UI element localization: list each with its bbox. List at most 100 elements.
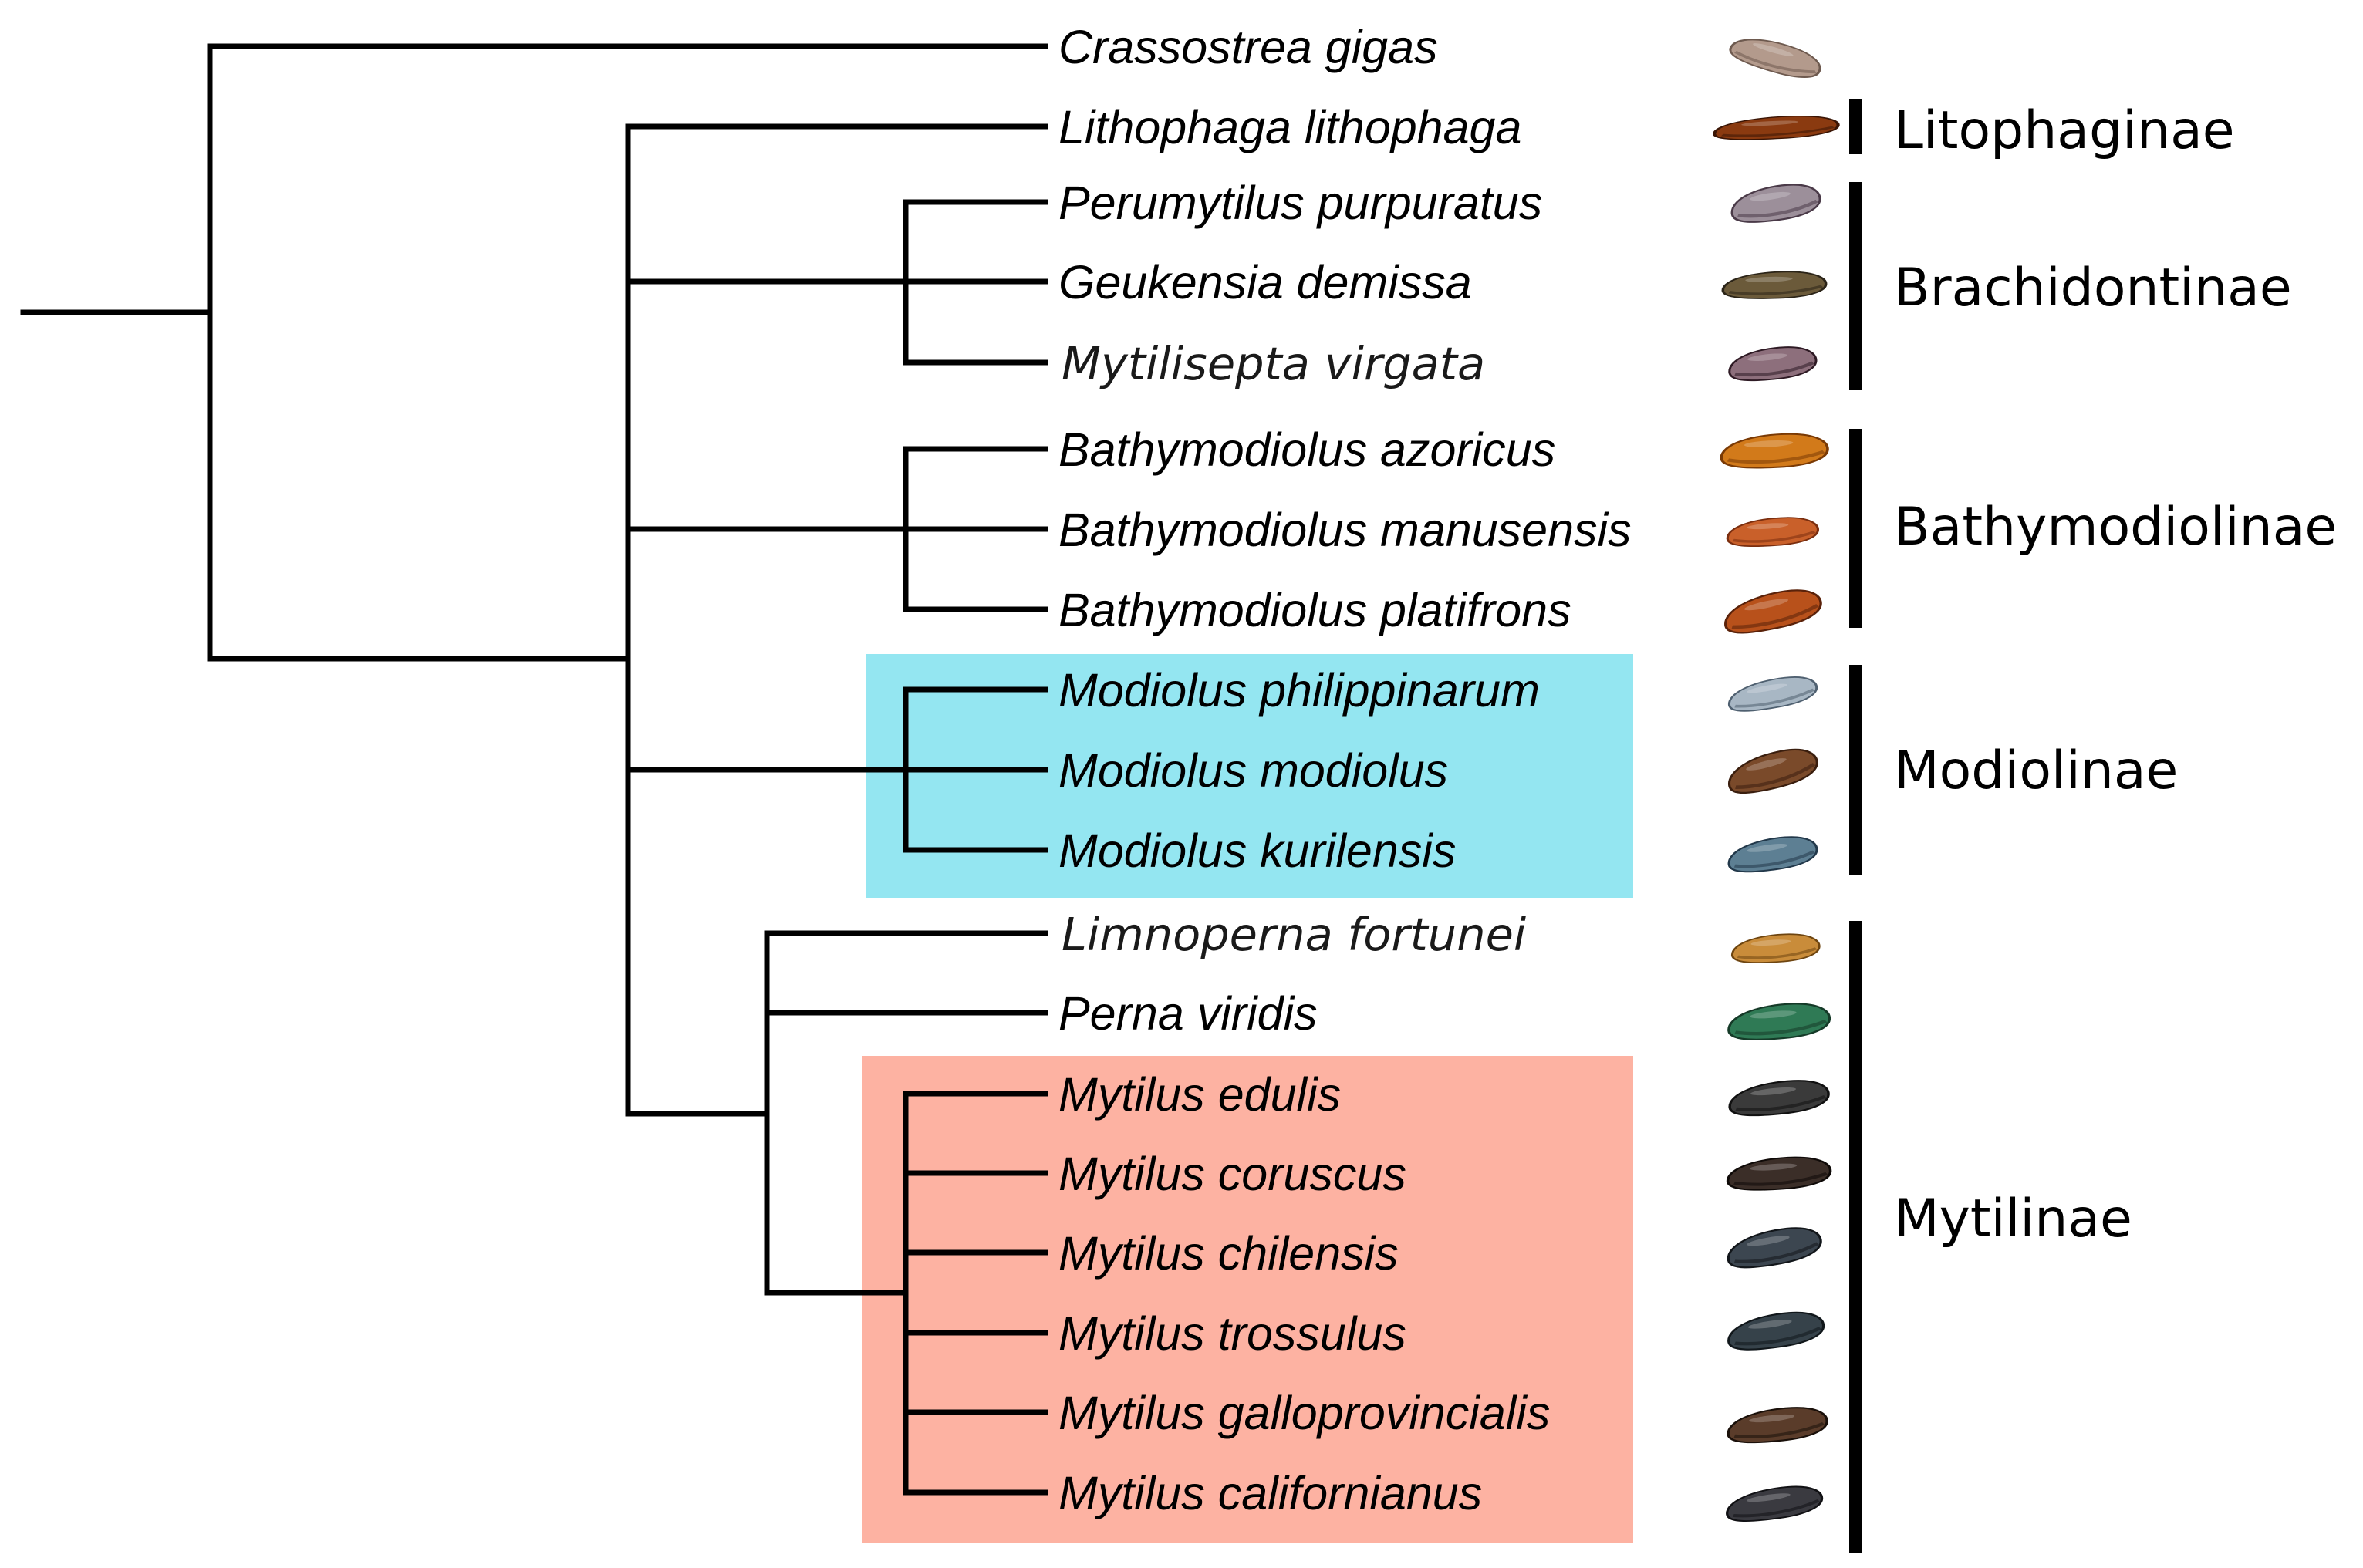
shell-icon-mytilus-galloprovincialis bbox=[1727, 1407, 1828, 1444]
shell-icon-geukensia-demissa bbox=[1721, 271, 1828, 299]
species-label-mytilus-coruscus: Mytilus coruscus bbox=[1058, 1148, 1406, 1200]
species-label-mytilus-chilensis: Mytilus chilensis bbox=[1058, 1227, 1399, 1280]
shell-body bbox=[1730, 184, 1821, 223]
shell-growth-band bbox=[1728, 285, 1824, 295]
shell-highlight bbox=[1750, 1163, 1798, 1171]
shell-growth-band bbox=[1733, 1421, 1825, 1438]
shell-highlight bbox=[1747, 1236, 1790, 1246]
shell-highlight bbox=[1750, 1010, 1797, 1019]
shell-body bbox=[1726, 1485, 1824, 1522]
shell-body bbox=[1727, 836, 1818, 873]
shell-highlight bbox=[1747, 1320, 1792, 1329]
shell-growth-band bbox=[1737, 947, 1818, 959]
shell-growth-band bbox=[1734, 50, 1817, 74]
clade-labels: Litophaginae Brachidontinae Bathymodioli… bbox=[1894, 100, 2337, 1249]
shell-highlight bbox=[1748, 1414, 1794, 1423]
species-label-mytilisepta-virgata: Mytilisepta virgata bbox=[1062, 337, 1485, 390]
shell-body bbox=[1726, 1156, 1832, 1191]
shell-icon-bathymodiolus-azoricus bbox=[1720, 433, 1829, 469]
shell-highlight bbox=[1747, 683, 1787, 693]
shell-body bbox=[1713, 116, 1840, 140]
shell-icon-modiolus-kurilensis bbox=[1727, 836, 1818, 873]
shell-highlight bbox=[1744, 599, 1788, 611]
shell-highlight bbox=[1744, 440, 1794, 447]
shell-highlight bbox=[1750, 939, 1791, 946]
shell-icon-lithophaga-lithophaga bbox=[1713, 116, 1840, 140]
clade-label-brachidontinae: Brachidontinae bbox=[1894, 258, 2292, 319]
shell-icon-mytilus-californianus bbox=[1726, 1485, 1824, 1522]
shell-icon-mytilus-coruscus bbox=[1726, 1156, 1832, 1191]
shell-icon-modiolus-modiolus bbox=[1728, 748, 1818, 794]
species-label-bathymodiolus-platifrons: Bathymodiolus platifrons bbox=[1058, 584, 1571, 636]
modiolus-highlight-box bbox=[866, 654, 1633, 898]
shell-icon-bathymodiolus-manusensis bbox=[1726, 517, 1819, 548]
shell-body bbox=[1728, 676, 1818, 712]
shell-body bbox=[1728, 346, 1818, 382]
species-label-perumytilus-purpuratus: Perumytilus purpuratus bbox=[1058, 177, 1542, 229]
shell-highlight bbox=[1747, 844, 1787, 852]
shell-growth-band bbox=[1735, 763, 1816, 789]
shell-growth-band bbox=[1731, 604, 1819, 629]
shell-body bbox=[1728, 1080, 1830, 1117]
species-label-modiolus-philippinarum: Modiolus philippinarum bbox=[1058, 664, 1540, 717]
shell-growth-band bbox=[1733, 850, 1815, 868]
shell-icon-crassostrea-gigas bbox=[1729, 39, 1821, 78]
species-labels: Crassostrea gigas Lithophaga lithophaga … bbox=[1058, 21, 1632, 1519]
shell-icon-limnoperna-fortunei bbox=[1730, 933, 1821, 963]
shell-body bbox=[1728, 748, 1818, 794]
shell-body bbox=[1721, 271, 1828, 299]
shell-growth-band bbox=[1735, 1094, 1827, 1111]
shell-body bbox=[1730, 933, 1821, 963]
species-label-geukensia-demissa: Geukensia demissa bbox=[1058, 256, 1472, 309]
species-label-mytilus-trossulus: Mytilus trossulus bbox=[1058, 1307, 1406, 1360]
species-label-modiolus-kurilensis: Modiolus kurilensis bbox=[1058, 824, 1456, 877]
shell-body bbox=[1726, 517, 1819, 548]
shell-highlight bbox=[1745, 276, 1793, 282]
shell-growth-band bbox=[1734, 1327, 1822, 1346]
shell-images bbox=[1713, 39, 1840, 1522]
shell-growth-band bbox=[1734, 361, 1814, 377]
shell-icon-mytilus-edulis bbox=[1728, 1080, 1830, 1117]
shell-body bbox=[1729, 39, 1821, 78]
shell-highlight bbox=[1750, 1087, 1796, 1096]
shell-highlight bbox=[1741, 120, 1798, 126]
shell-growth-band bbox=[1733, 1172, 1828, 1186]
tree-branches bbox=[20, 43, 1048, 1496]
shell-icon-mytilus-chilensis bbox=[1727, 1227, 1822, 1269]
shell-growth-band bbox=[1733, 1242, 1819, 1263]
species-label-mytilus-edulis: Mytilus edulis bbox=[1058, 1068, 1341, 1121]
shell-highlight bbox=[1753, 43, 1794, 56]
species-label-perna-viridis: Perna viridis bbox=[1058, 987, 1318, 1040]
species-label-lithophaga-lithophaga: Lithophaga lithophaga bbox=[1058, 101, 1521, 153]
shell-icon-perumytilus-purpuratus bbox=[1730, 184, 1821, 223]
species-label-mytilus-galloprovincialis: Mytilus galloprovincialis bbox=[1058, 1387, 1550, 1439]
shell-growth-band bbox=[1732, 531, 1816, 543]
shell-growth-band bbox=[1720, 126, 1835, 137]
species-label-mytilus-californianus: Mytilus californianus bbox=[1058, 1467, 1482, 1519]
mytilus-highlight-box bbox=[862, 1056, 1633, 1543]
shell-body bbox=[1727, 1407, 1828, 1444]
species-label-bathymodiolus-azoricus: Bathymodiolus azoricus bbox=[1058, 423, 1555, 476]
shell-icon-bathymodiolus-platifrons bbox=[1724, 589, 1822, 634]
shell-growth-band bbox=[1732, 1499, 1820, 1518]
shell-highlight bbox=[1750, 191, 1791, 201]
shell-highlight bbox=[1747, 353, 1787, 362]
species-label-bathymodiolus-manusensis: Bathymodiolus manusensis bbox=[1058, 504, 1632, 556]
shell-body bbox=[1724, 589, 1822, 634]
clade-label-bathymodiolinae: Bathymodiolinae bbox=[1894, 497, 2337, 558]
clade-label-litophaginae: Litophaginae bbox=[1894, 100, 2235, 161]
shell-icon-perna-viridis bbox=[1727, 1003, 1831, 1040]
shell-body bbox=[1720, 433, 1829, 469]
shell-growth-band bbox=[1734, 688, 1815, 708]
shell-highlight bbox=[1746, 758, 1787, 771]
shell-body bbox=[1727, 1311, 1825, 1351]
shell-body bbox=[1727, 1227, 1822, 1269]
shell-icon-mytilisepta-virgata bbox=[1728, 346, 1818, 382]
shell-icon-modiolus-philippinarum bbox=[1728, 676, 1818, 712]
shell-highlight bbox=[1747, 1493, 1791, 1502]
species-label-limnoperna-fortunei: Limnoperna fortunei bbox=[1062, 908, 1527, 961]
species-label-modiolus-modiolus: Modiolus modiolus bbox=[1058, 744, 1448, 797]
shell-growth-band bbox=[1734, 1020, 1828, 1036]
shell-icon-mytilus-trossulus bbox=[1727, 1311, 1825, 1351]
shell-growth-band bbox=[1737, 199, 1818, 218]
